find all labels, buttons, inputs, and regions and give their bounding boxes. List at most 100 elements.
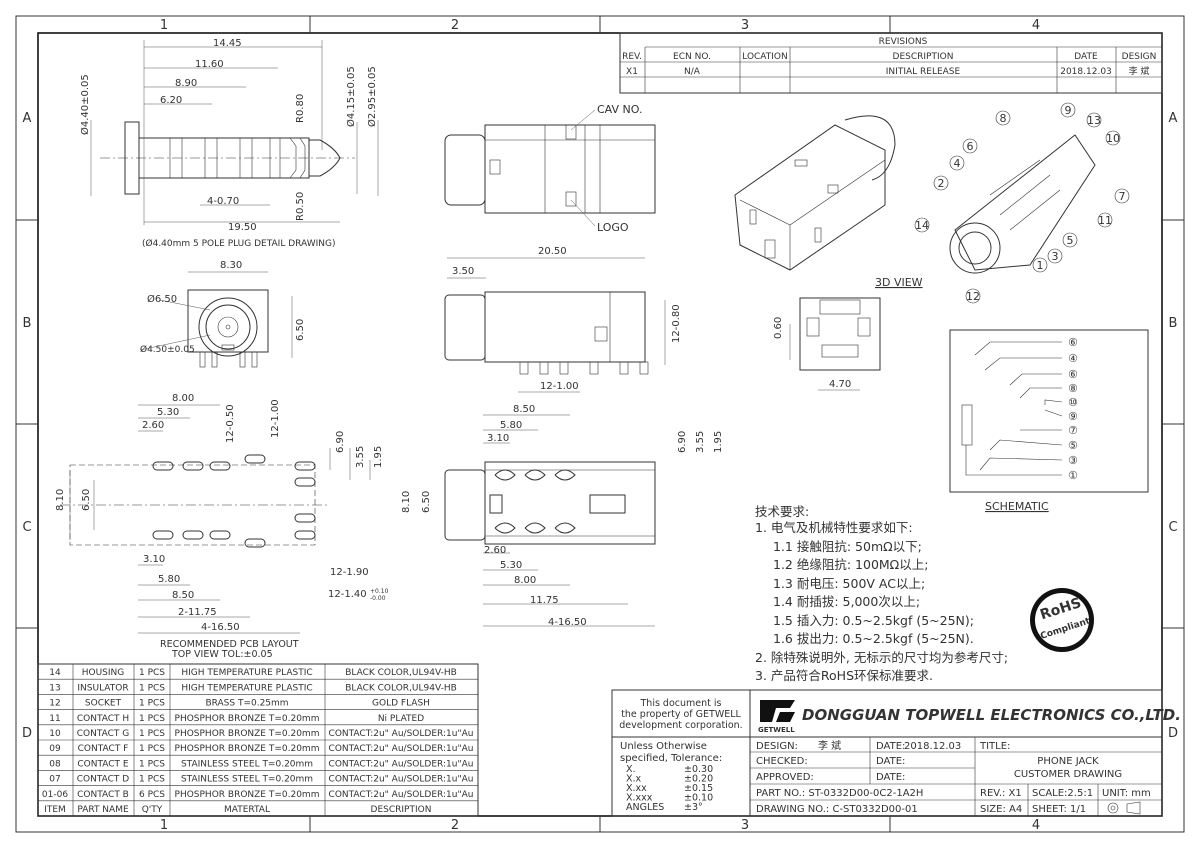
bom-cell: CONTACT H (77, 714, 129, 724)
schematic-pin: ⑤ (1068, 439, 1078, 452)
pcb-caption: RECOMMENDED PCB LAYOUT (160, 639, 299, 650)
col-label-top: 3 (741, 18, 749, 33)
bom-cell: 1 PCS (139, 775, 165, 785)
bom-header: PART NAME (77, 805, 129, 815)
bom-cell: 01-06 (42, 790, 68, 800)
note-item: 1.1 接触阻抗: 50mΩ以下; (773, 538, 922, 554)
dim-label: 12-1.40 (328, 589, 367, 600)
dim-label: 12-1.00 (270, 399, 281, 438)
dim-label: 6.90 (677, 431, 688, 453)
dim-label: 14.45 (213, 38, 242, 49)
callout-label: 9 (1065, 104, 1072, 117)
getwell-logo: GETWELL (758, 700, 795, 734)
bom-cell: INSULATOR (77, 683, 128, 693)
dim-label: 8.10 (55, 489, 66, 511)
note-item: 2. 除特殊说明外, 无标示的尺寸均为参考尺寸; (755, 649, 1009, 665)
bom-cell: CONTACT B (77, 790, 129, 800)
bom-cell: Ni PLATED (378, 714, 424, 724)
rev-header: DESCRIPTION (893, 52, 954, 62)
bom-header: Q'TY (142, 805, 163, 815)
dim-label: 3.10 (487, 433, 509, 444)
bom-cell: CONTACT:2u" Au/SOLDER:1u"Au (329, 790, 474, 800)
col-label-top: 4 (1032, 18, 1040, 33)
company-name: DONGGUAN TOPWELL ELECTRONICS CO.,LTD. (802, 706, 1181, 724)
tolerance-value: ±3° (684, 802, 703, 813)
bom-cell: CONTACT E (77, 759, 129, 769)
schematic-pin: ⑦ (1068, 424, 1078, 437)
bom-cell: SOCKET (85, 699, 122, 709)
bom-cell: BRASS T=0.25mm (205, 699, 288, 709)
date-value: 2018.12.03 (904, 741, 961, 752)
dim-label: 4-0.70 (207, 196, 239, 207)
note-item: 1.3 耐电压: 500V AC以上; (773, 575, 926, 591)
bom-cell: BLACK COLOR,UL94V-HB (345, 683, 457, 693)
dim-label: 12-0.50 (225, 404, 236, 443)
checked-label: CHECKED: (756, 756, 808, 767)
dim-label: R0.50 (295, 192, 306, 221)
col-label-top: 1 (160, 18, 168, 33)
bom-cell: 6 PCS (139, 790, 165, 800)
grid-labels: 1 2 3 4 1 2 3 4 A B C D A B C D (22, 18, 1178, 833)
rev-cell: X1 (626, 67, 638, 77)
tolerance-title: specified, Tolerance: (620, 753, 722, 764)
bom-cell: PHOSPHOR BRONZE T=0.20mm (175, 790, 320, 800)
approved-label: APPROVED: (756, 772, 814, 783)
rev-cell: 2018.12.03 (1060, 67, 1112, 77)
dim-label: 4.70 (829, 379, 851, 390)
notes-title: 技术要求: (755, 504, 810, 519)
dim-label: 3.10 (143, 554, 165, 565)
note-item: 1.6 拔出力: 0.5~2.5kgf (5~25N). (773, 631, 974, 646)
callout-label: 8 (1000, 112, 1007, 125)
3d-view-label: 3D VIEW (875, 276, 923, 289)
bom-cell: 10 (49, 729, 61, 739)
dim-label: 0.60 (773, 317, 784, 339)
dim-label: Ø4.50±0.05 (140, 344, 195, 355)
schematic-pin: ⑩ (1068, 396, 1078, 409)
pcb-layout: 8.00 5.30 2.60 12-0.50 12-1.00 6.90 3.55… (55, 393, 389, 660)
dim-label: 8.50 (172, 590, 194, 601)
col-label-bottom: 2 (451, 818, 459, 833)
drawing-title: CUSTOMER DRAWING (1014, 769, 1122, 780)
col-label-top: 2 (451, 18, 459, 33)
callout-label: 14 (915, 219, 929, 232)
dim-label: 8.00 (172, 393, 194, 404)
dim-label: 5.30 (157, 407, 179, 418)
dim-label: 1.95 (373, 446, 384, 468)
schematic-pin: ③ (1068, 454, 1078, 467)
rev-header: DATE (1074, 52, 1098, 62)
rev-cell: 李 斌 (1129, 65, 1150, 77)
rev-value: REV.: X1 (980, 788, 1022, 799)
callout-label: 3 (1052, 250, 1059, 263)
bom-cell: CONTACT:2u" Au/SOLDER:1u"Au (329, 729, 474, 739)
rev-cell: N/A (684, 67, 701, 77)
drawing-title: PHONE JACK (1037, 756, 1099, 767)
bom-cell: CONTACT D (77, 775, 130, 785)
bom-cell: 13 (49, 683, 60, 693)
tolerance-value: ANGLES (626, 802, 664, 813)
callout-label: 1 (1037, 259, 1044, 272)
sheet-value: SHEET: 1/1 (1032, 804, 1086, 815)
row-label-left: C (22, 520, 31, 535)
schematic: ⑥ ④ ⑥ ⑧ ⑩ ⑨ ⑦ ⑤ ③ ① SCHEMATIC (949, 329, 1149, 513)
bom-cell: 1 PCS (139, 759, 165, 769)
dim-label: 8.00 (514, 575, 536, 586)
dim-label: 6.90 (335, 431, 346, 453)
note-item: 1. 电气及机械特性要求如下: (755, 520, 913, 535)
dim-label: 12-1.90 (330, 567, 369, 578)
design-label: DESIGN: (756, 741, 798, 752)
schematic-pin: ⑥ (1068, 336, 1078, 349)
callout-label: 6 (967, 140, 974, 153)
plug-dims: 14.45 11.60 8.90 6.20 Ø4.40±0.05 Ø4.15±0… (79, 38, 378, 249)
pcb-caption: TOP VIEW TOL:±0.05 (171, 649, 273, 660)
bom-cell: 1 PCS (139, 668, 165, 678)
dim-label: 8.90 (175, 78, 197, 89)
scale-value: SCALE:2.5:1 (1032, 788, 1093, 799)
jack-side-view-top: CAV NO. LOGO (444, 103, 656, 234)
row-label-right: C (1168, 520, 1177, 535)
dim-label: Ø2.95±0.05 (366, 66, 378, 127)
bom-cell: GOLD FLASH (372, 699, 430, 709)
bom-cell: HIGH TEMPERATURE PLASTIC (181, 683, 312, 693)
dim-label: 19.50 (228, 222, 257, 233)
plug-caption: (Ø4.40mm 5 POLE PLUG DETAIL DRAWING) (142, 238, 335, 249)
3d-view-right (949, 134, 1096, 274)
